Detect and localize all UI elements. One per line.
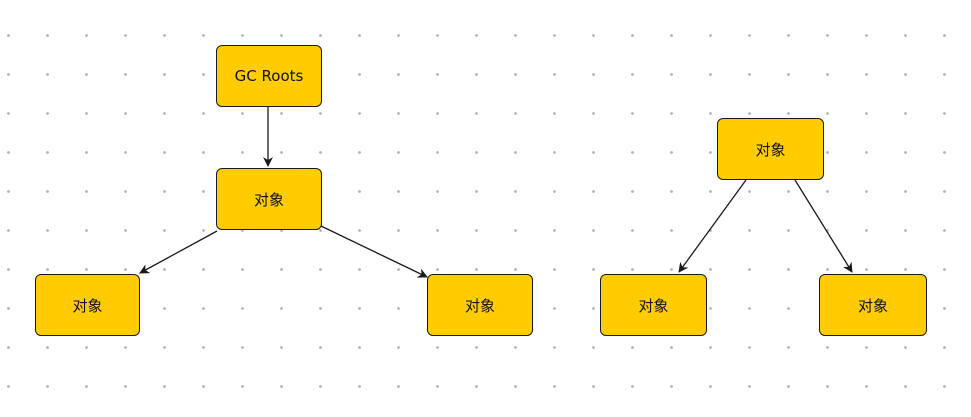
object-node-unreachable-top[interactable]: 对象 [717,118,824,180]
edge-object-iso-top-to-object-iso-right [794,179,853,273]
object-label: 对象 [72,296,103,315]
gc-roots-node[interactable]: GC Roots [216,45,322,107]
edge-object-iso-top-to-object-iso-left [678,179,747,273]
object-label: 对象 [755,140,786,159]
object-label: 对象 [253,190,284,209]
gc-roots-label: GC Roots [234,67,304,85]
object-node-reachable-left[interactable]: 对象 [35,274,140,336]
edge-object-mid-to-object-right [320,225,428,278]
object-node-reachable-mid[interactable]: 对象 [216,168,322,230]
object-node-reachable-right[interactable]: 对象 [427,274,533,336]
edge-object-mid-to-object-left [139,230,218,274]
object-node-unreachable-left[interactable]: 对象 [600,274,707,336]
object-node-unreachable-right[interactable]: 对象 [819,274,927,336]
object-label: 对象 [638,296,669,315]
object-label: 对象 [464,296,495,315]
object-label: 对象 [857,296,888,315]
